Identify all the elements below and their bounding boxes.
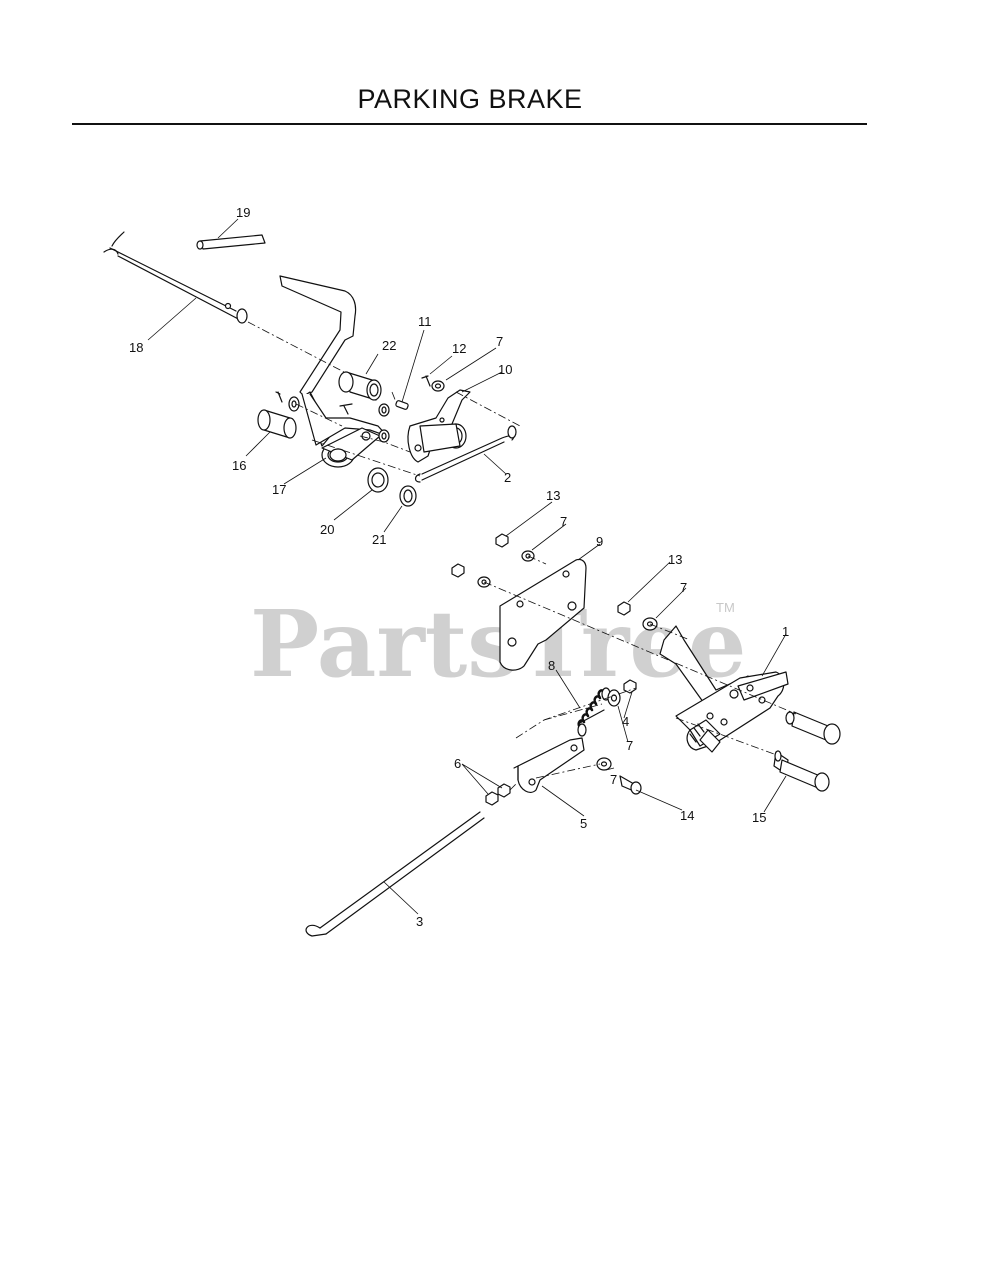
- callout-8: 8: [548, 658, 555, 673]
- callout-13: 13: [546, 488, 560, 503]
- callout-4: 4: [622, 714, 629, 729]
- part-9-plate: [499, 558, 587, 671]
- part-3-rod: [305, 811, 485, 937]
- part-4-nut-and-washers: [596, 679, 637, 771]
- part-6-nuts: [485, 783, 511, 806]
- callout-17: 17: [272, 482, 286, 497]
- page-title: PARKING BRAKE: [357, 84, 583, 114]
- callout-7: 7: [610, 772, 617, 787]
- callout-7: 7: [626, 738, 633, 753]
- part-5-bracket: [513, 737, 585, 793]
- watermark-trademark: TM: [716, 600, 735, 615]
- callout-22: 22: [382, 338, 396, 353]
- nuts-and-washers: [451, 533, 658, 631]
- callout-7: 7: [560, 514, 567, 529]
- part-14-bolt: [619, 775, 642, 795]
- part-18-tube: [103, 231, 248, 324]
- title-rule: [72, 123, 867, 125]
- callout-20: 20: [320, 522, 334, 537]
- part-1-bracket-assembly: [659, 625, 789, 753]
- callout-21: 21: [372, 532, 386, 547]
- part-22-bushing: [338, 371, 382, 401]
- callout-10: 10: [498, 362, 512, 377]
- callout-19: 19: [236, 205, 250, 220]
- washers: [288, 380, 445, 507]
- callout-18: 18: [129, 340, 143, 355]
- callout-7: 7: [680, 580, 687, 595]
- part-16-bushing: [257, 409, 297, 439]
- callout-13: 13: [668, 552, 682, 567]
- callout-7: 7: [496, 334, 503, 349]
- part-11-pin: [395, 400, 409, 410]
- callout-6: 6: [454, 756, 461, 771]
- callout-15: 15: [752, 810, 766, 825]
- part-15-bolts: [773, 711, 841, 792]
- callout-5: 5: [580, 816, 587, 831]
- callout-2: 2: [504, 470, 511, 485]
- callout-1: 1: [782, 624, 789, 639]
- part-2-rod: [414, 425, 517, 483]
- leader-lines: [147, 218, 787, 915]
- callouts: 19 18 11 22 12 7 10 16 17 2 20 21 13 7 9…: [129, 205, 789, 929]
- part-10-bracket: [407, 389, 471, 463]
- callout-14: 14: [680, 808, 694, 823]
- part-12-cotter-pin: [421, 375, 431, 387]
- callout-12: 12: [452, 341, 466, 356]
- part-19-grip: [196, 234, 266, 250]
- cotter-pin: [339, 403, 353, 415]
- callout-16: 16: [232, 458, 246, 473]
- assembly-lines: [247, 321, 797, 791]
- cotter-pin: [275, 391, 283, 403]
- callout-9: 9: [596, 534, 603, 549]
- callout-3: 3: [416, 914, 423, 929]
- callout-11: 11: [418, 314, 432, 329]
